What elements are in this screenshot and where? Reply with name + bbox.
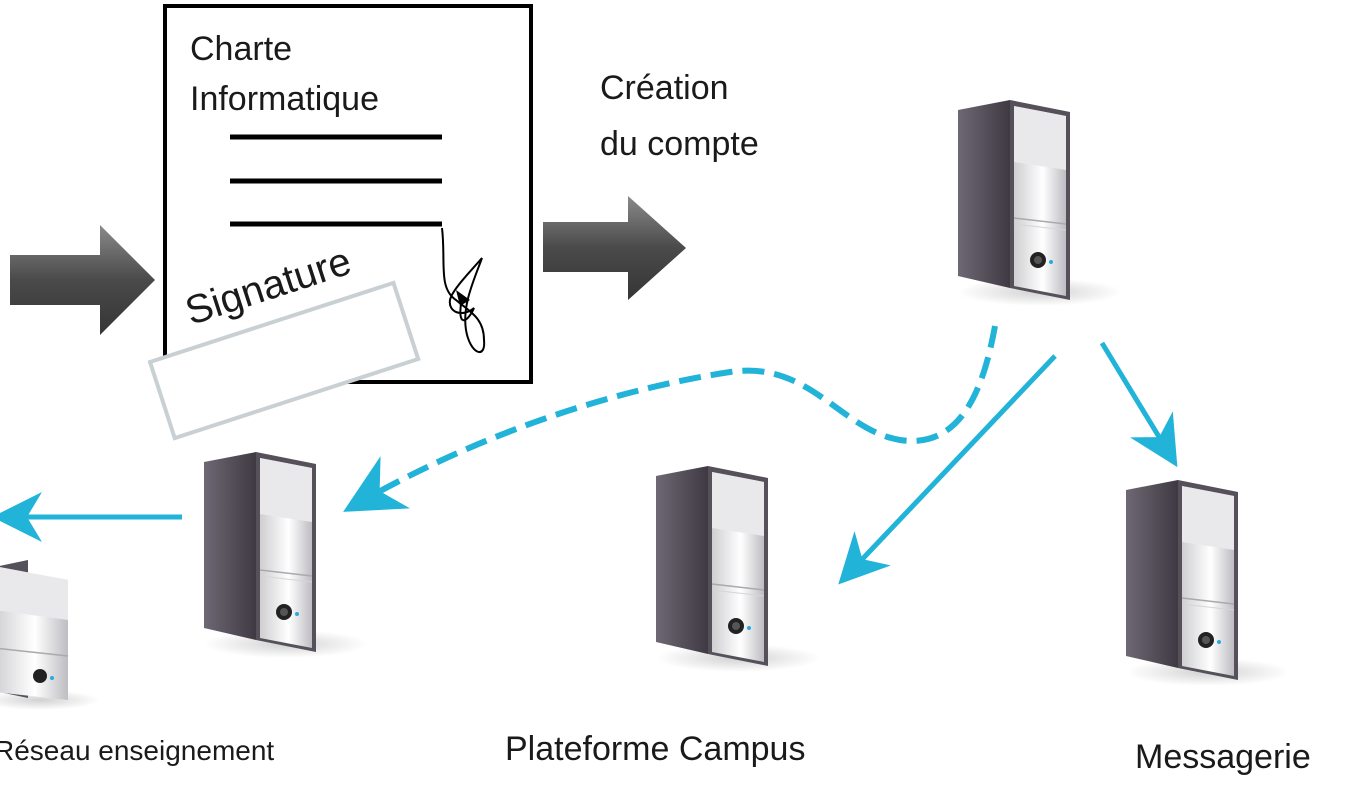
server-reseau-enseignement bbox=[203, 451, 369, 659]
messagerie-label: Messagerie bbox=[1135, 738, 1311, 776]
arrow-to-charte bbox=[10, 225, 155, 335]
server-plateforme-campus bbox=[655, 465, 821, 673]
reseau-enseignement-label: Réseau enseignement bbox=[0, 735, 275, 766]
creation-label: Création du compte bbox=[600, 60, 759, 172]
creation-label-line1: Création bbox=[600, 69, 729, 107]
arrow-to-campus bbox=[838, 354, 1057, 585]
arrow-to-messagerie bbox=[1099, 341, 1178, 468]
charte-title-line1: Charte bbox=[190, 30, 293, 68]
creation-label-line2: du compte bbox=[600, 125, 759, 163]
arrow-to-creation bbox=[543, 196, 686, 300]
client-computer bbox=[0, 560, 100, 710]
server-main bbox=[957, 99, 1123, 307]
server-messagerie bbox=[1125, 479, 1291, 687]
dashed-arrow-to-reseau bbox=[343, 325, 998, 512]
signature-stamp bbox=[147, 280, 421, 441]
charte-title: Charte Informatique bbox=[190, 24, 379, 124]
plateforme-campus-label: Plateforme Campus bbox=[505, 730, 806, 768]
charte-title-line2: Informatique bbox=[190, 80, 379, 118]
